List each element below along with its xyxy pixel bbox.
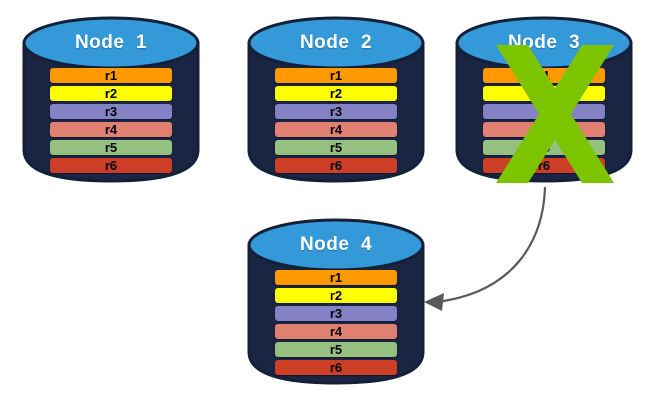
row-bar[interactable]: r6 xyxy=(275,158,397,173)
row-bar[interactable]: r5 xyxy=(483,140,605,155)
row-bar[interactable]: r4 xyxy=(50,122,172,137)
row-bar[interactable]: r4 xyxy=(275,122,397,137)
row-bar[interactable]: r4 xyxy=(275,324,397,339)
row-bar[interactable]: r1 xyxy=(483,68,605,83)
row-bar[interactable]: r3 xyxy=(275,104,397,119)
row-bar[interactable]: r5 xyxy=(275,140,397,155)
row-bar[interactable]: r2 xyxy=(483,86,605,101)
row-list: r1 r2 r3 r4 r5 r6 xyxy=(247,68,425,173)
row-list: r1 r2 r3 r4 r5 r6 xyxy=(455,68,633,173)
row-bar[interactable]: r2 xyxy=(275,288,397,303)
node-cylinder-2[interactable]: Node 2 r1 r2 r3 r4 r5 r6 xyxy=(247,10,425,183)
arrow-head-icon xyxy=(424,293,444,311)
row-bar[interactable]: r5 xyxy=(50,140,172,155)
row-bar[interactable]: r1 xyxy=(50,68,172,83)
node-cylinder-3[interactable]: Node 3 r1 r2 r3 r4 r5 r6 xyxy=(455,10,633,183)
row-bar[interactable]: r3 xyxy=(483,104,605,119)
row-list: r1 r2 r3 r4 r5 r6 xyxy=(247,270,425,375)
row-bar[interactable]: r2 xyxy=(275,86,397,101)
node-cylinder-4[interactable]: Node 4 r1 r2 r3 r4 r5 r6 xyxy=(247,212,425,385)
row-bar[interactable]: r4 xyxy=(483,122,605,137)
row-bar[interactable]: r6 xyxy=(50,158,172,173)
row-bar[interactable]: r5 xyxy=(275,342,397,357)
row-list: r1 r2 r3 r4 r5 r6 xyxy=(22,68,200,173)
row-bar[interactable]: r1 xyxy=(275,68,397,83)
node-cylinder-1[interactable]: Node 1 r1 r2 r3 r4 r5 r6 xyxy=(22,10,200,183)
row-bar[interactable]: r1 xyxy=(275,270,397,285)
row-bar[interactable]: r6 xyxy=(275,360,397,375)
row-bar[interactable]: r3 xyxy=(50,104,172,119)
row-bar[interactable]: r2 xyxy=(50,86,172,101)
row-bar[interactable]: r6 xyxy=(483,158,605,173)
row-bar[interactable]: r3 xyxy=(275,306,397,321)
